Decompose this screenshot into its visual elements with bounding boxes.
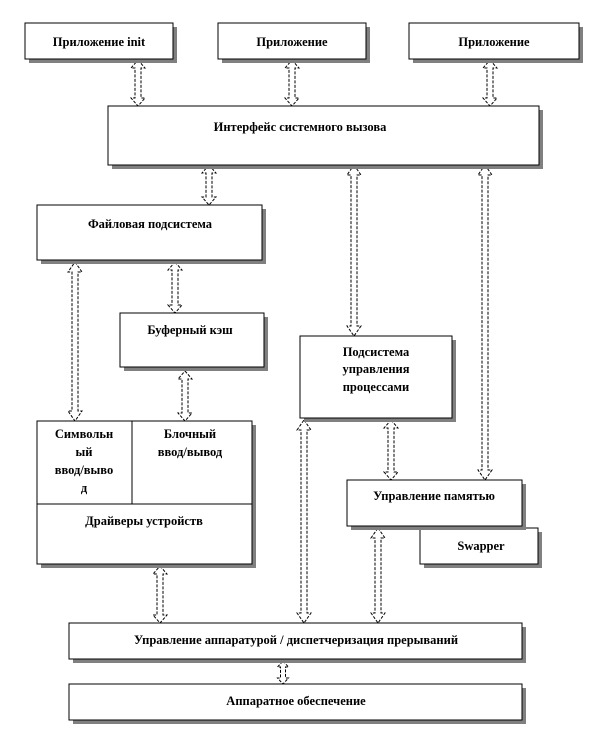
arrow-proc-hwctl: [296, 419, 312, 624]
arrow-app-init-syscall: [129, 59, 147, 107]
char-io-cell: Символьн ый ввод/вывo д: [55, 427, 114, 495]
hardware-control-box: Управление аппаратурой / диспетчеризация…: [68, 622, 526, 663]
swapper-label: Swapper: [457, 539, 505, 553]
buffer-cache-label: Буферный кэш: [147, 323, 233, 337]
app-init-label: Приложение init: [53, 35, 146, 49]
char-io-label-line3: ввод/вывo: [55, 463, 114, 477]
app-2-box: Приложение: [217, 22, 370, 63]
swapper-box: Swapper: [419, 527, 542, 568]
memory-management-box: Управление памятью: [346, 479, 526, 530]
arrow-memory-hwctl: [370, 527, 386, 624]
process-control-label-line1: Подсистема: [343, 345, 410, 359]
process-control-label-line3: процессами: [343, 380, 410, 394]
arrow-fs-buffer: [166, 261, 184, 314]
memory-management-label: Управление памятью: [373, 489, 495, 503]
buffer-cache-box: Буферный кэш: [119, 312, 268, 371]
block-io-cell: Блочный ввод/вывод: [158, 427, 223, 459]
char-io-label-line1: Символьн: [55, 427, 113, 441]
arrow-app3-syscall: [481, 59, 499, 107]
drivers-cell: Драйверы устройств: [85, 514, 203, 528]
hardware-label: Аппаратное обеспечение: [226, 694, 366, 708]
syscall-interface-label: Интерфейс системного вызова: [214, 120, 387, 134]
file-subsystem-label: Файловая подсистема: [88, 217, 213, 231]
syscall-interface-box: Интерфейс системного вызова: [107, 105, 543, 169]
drivers-label: Драйверы устройств: [85, 514, 203, 528]
char-io-label-line2: ый: [76, 445, 93, 459]
app-init-box: Приложение init: [24, 22, 177, 63]
arrow-syscall-proc: [346, 164, 362, 337]
arrow-syscall-fs: [200, 164, 218, 206]
hardware-control-label: Управление аппаратурой / диспетчеризация…: [134, 633, 458, 647]
process-control-box: Подсистема управления процессами: [299, 335, 456, 422]
process-control-label-line2: управления: [343, 362, 410, 376]
arrows: [67, 59, 499, 685]
arrow-syscall-memory: [477, 164, 493, 481]
char-io-label-line4: д: [81, 481, 88, 495]
block-io-label-line2: ввод/вывод: [158, 445, 223, 459]
hardware-box: Аппаратное обеспечение: [68, 683, 526, 724]
arrow-drivers-hwctl: [151, 565, 169, 624]
file-subsystem-box: Файловая подсистема: [36, 204, 266, 264]
app-2-label: Приложение: [256, 35, 328, 49]
app-3-box: Приложение: [408, 22, 583, 63]
arrow-proc-memory: [382, 419, 400, 481]
app-3-label: Приложение: [458, 35, 530, 49]
arrow-fs-chario: [67, 261, 83, 422]
arrow-buffer-blockio: [176, 370, 194, 422]
block-io-label-line1: Блочный: [164, 427, 216, 441]
device-drivers-group: [36, 420, 256, 568]
arrow-hwctl-hardware: [276, 660, 290, 685]
arrow-app2-syscall: [283, 59, 301, 107]
